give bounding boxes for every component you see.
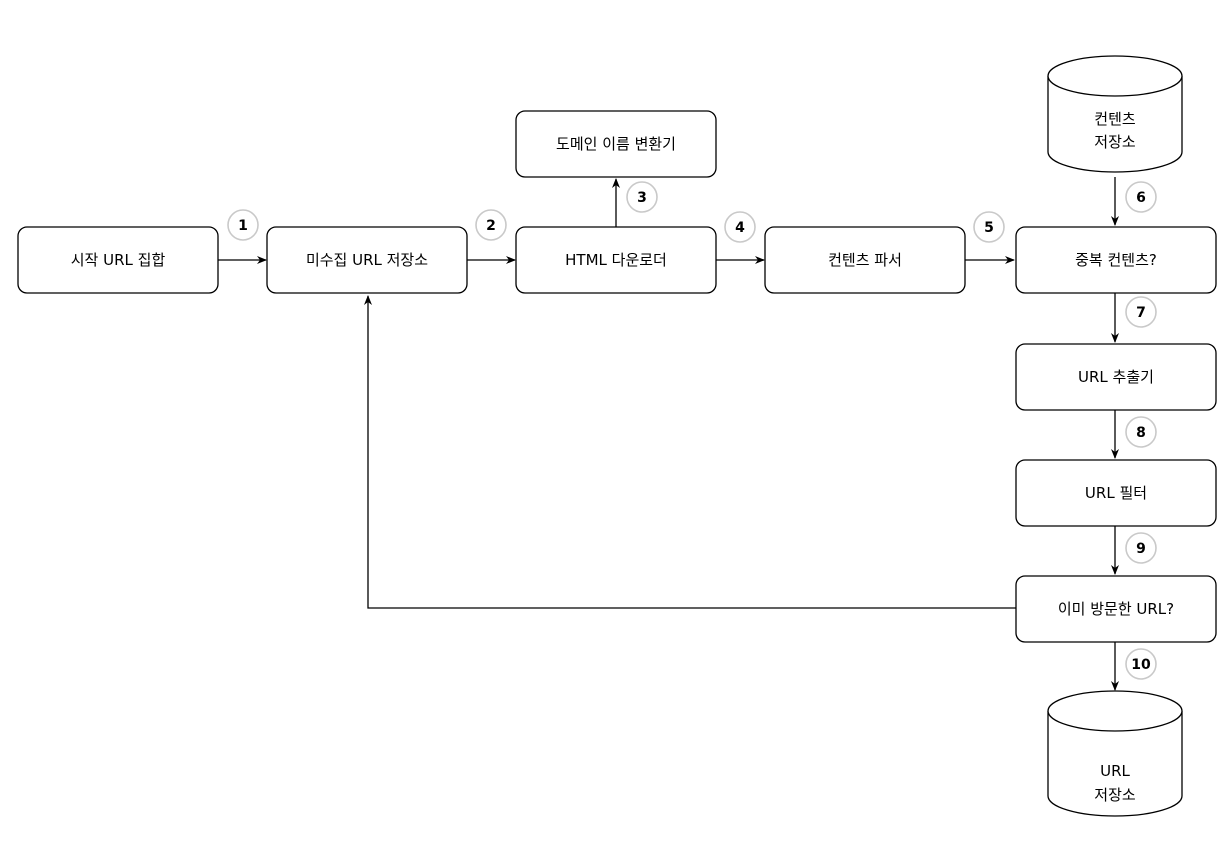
svg-text:2: 2 [486,218,496,234]
step-badge-3: 3 [626,181,658,213]
store-url-storage[interactable]: URL 저장소 [1047,690,1183,817]
content-storage-line2: 저장소 [1094,133,1136,151]
node-url-extractor[interactable]: URL 추출기 [1015,343,1217,411]
svg-text:9: 9 [1136,541,1146,557]
node-url-seen[interactable]: 이미 방문한 URL? [1015,575,1217,643]
step-badge-1: 1 [227,209,259,241]
node-content-seen[interactable]: 중복 컨텐츠? [1015,226,1217,294]
svg-text:4: 4 [735,220,745,236]
step-badge-2: 2 [475,209,507,241]
svg-text:URL 추출기: URL 추출기 [1078,368,1154,386]
svg-text:8: 8 [1136,425,1146,441]
store-content-storage[interactable]: 컨텐츠 저장소 [1047,55,1183,173]
svg-text:1: 1 [238,218,248,234]
svg-text:7: 7 [1136,305,1146,321]
node-url-frontier[interactable]: 미수집 URL 저장소 [266,226,468,294]
svg-text:HTML 다운로더: HTML 다운로더 [565,251,667,269]
svg-text:6: 6 [1136,190,1146,206]
edges [218,177,1119,691]
step-badge-5: 5 [973,211,1005,243]
svg-text:중복 컨텐츠?: 중복 컨텐츠? [1075,251,1157,269]
svg-text:이미 방문한 URL?: 이미 방문한 URL? [1058,600,1174,618]
svg-text:URL 필터: URL 필터 [1085,484,1147,502]
svg-text:10: 10 [1131,657,1151,673]
step-badge-8: 8 [1125,416,1157,448]
node-dns-resolver[interactable]: 도메인 이름 변환기 [515,110,717,178]
url-storage-line2: 저장소 [1094,786,1136,804]
step-badge-4: 4 [724,211,756,243]
content-storage-line1: 컨텐츠 [1094,110,1136,128]
step-badge-6: 6 [1125,181,1157,213]
url-storage-line1: URL [1100,762,1130,780]
svg-text:도메인 이름 변환기: 도메인 이름 변환기 [556,135,676,153]
svg-text:컨텐츠 파서: 컨텐츠 파서 [828,251,902,269]
node-html-downloader[interactable]: HTML 다운로더 [515,226,717,294]
node-content-parser[interactable]: 컨텐츠 파서 [764,226,966,294]
edge-url-seen-back-to-frontier [364,295,1016,609]
svg-text:5: 5 [984,220,994,236]
node-url-filter[interactable]: URL 필터 [1015,459,1217,527]
node-seed-urls[interactable]: 시작 URL 집합 [17,226,219,294]
svg-text:3: 3 [637,190,647,206]
step-badges: 1 2 3 4 5 6 7 8 [227,181,1157,680]
step-badge-10: 10 [1125,648,1157,680]
svg-text:시작 URL 집합: 시작 URL 집합 [71,251,166,269]
step-badge-7: 7 [1125,296,1157,328]
step-badge-9: 9 [1125,532,1157,564]
svg-text:미수집 URL 저장소: 미수집 URL 저장소 [306,251,428,269]
